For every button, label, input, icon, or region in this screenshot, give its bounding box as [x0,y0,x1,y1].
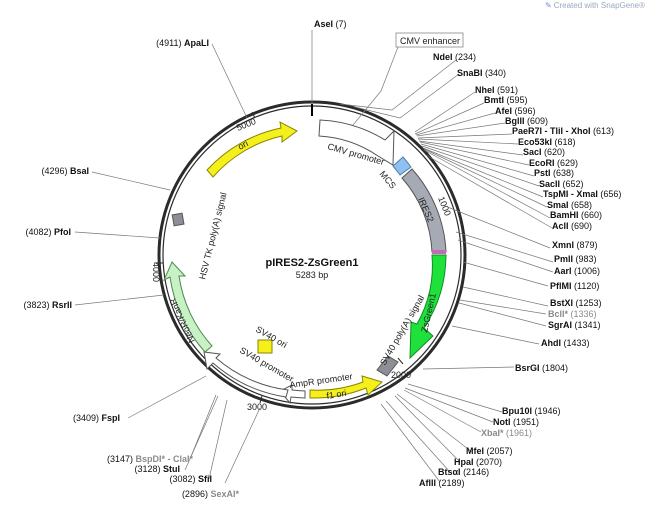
site-rsrii[interactable]: (3823) RsrII [23,300,72,310]
tick-label-2000: 2000 [391,370,411,380]
feature-neor-kanr[interactable] [162,261,213,353]
feature-cmv-promoter[interactable] [318,119,395,166]
site-bmtI[interactable]: BmtI (595) [484,95,528,105]
site-paer7i-tlii-xhoi[interactable]: PaeR7I - TliI - XhoI (613) [512,126,614,136]
site-bpu10i[interactable]: Bpu10I (1946) [502,406,561,416]
site-afeI[interactable]: AfeI (596) [495,106,536,116]
tick-label-3000: 3000 [247,402,267,412]
site-ecori[interactable]: EcoRI (629) [529,158,578,168]
site-ndeI[interactable]: NdeI (234) [433,52,476,62]
mcs-label: MCS [377,169,398,191]
site-bsai[interactable]: (4296) BsaI [41,166,89,176]
site-pmli[interactable]: PmlI (983) [554,254,597,264]
site-sacii[interactable]: SacII (652) [539,179,584,189]
site-smai[interactable]: SmaI (658) [547,200,592,210]
hsv-tk-polya-label: HSV TK poly(A) signal [197,191,228,280]
site-tspmi-xmai[interactable]: TspMI - XmaI (656) [543,189,621,199]
feature-sv40-polya[interactable] [376,355,399,377]
ori-label: ori [236,138,250,152]
cmv-enhancer-label-box [395,32,464,48]
site-ahdi[interactable]: AhdI (1433) [541,338,590,348]
site-saci[interactable]: SacI (620) [523,147,565,157]
cmv-enhancer-label: CMV enhancer [400,36,460,46]
tick-label-5000: 5000 [235,116,257,133]
feature-f1-ori[interactable] [309,375,383,399]
site-nheI[interactable]: NheI (591) [475,85,518,95]
plasmid-size: 5283 bp [296,270,329,280]
cmv-enhancer-leader [352,46,399,126]
site-psti[interactable]: PstI (638) [534,168,574,178]
site-acli[interactable]: AclI (690) [552,221,592,231]
site-pflmi[interactable]: PflMI (1120) [550,281,599,291]
site-bstxi[interactable]: BstXI (1253) [550,298,602,308]
site-snabI[interactable]: SnaBI (340) [457,68,506,78]
site-bglII[interactable]: BglII (609) [505,116,548,126]
site-eco53ki[interactable]: Eco53kI (618) [518,137,576,147]
feature-sv40-ori[interactable] [257,339,273,354]
site-bcli[interactable]: BclI* (1336) [548,309,597,319]
site-pfoi[interactable]: (4082) PfoI [25,227,71,237]
site-apali[interactable]: (4911) ApaLI [156,38,209,48]
snapgene-watermark: ✎Created with SnapGene® [545,1,645,10]
site-aseI[interactable]: AseI (7) [314,19,347,29]
site-aflii[interactable]: AflII (2189) [419,478,465,488]
site-fspi[interactable]: (3409) FspI [73,413,120,423]
feature-ires2-stripe [432,250,446,254]
site-bsrgi[interactable]: BsrGI (1804) [515,363,568,373]
site-aari[interactable]: AarI (1006) [554,266,600,276]
feature-zsgreen1[interactable] [409,254,447,360]
feature-ori[interactable] [206,121,298,178]
plasmid-name: pIRES2-ZsGreen1 [266,257,359,269]
site-xmni[interactable]: XmnI (879) [552,240,598,250]
snapgene-leaf-icon: ✎ [545,1,552,10]
site-leaders [74,30,554,484]
site-hpai[interactable]: HpaI (2070) [454,457,502,467]
site-sfii[interactable]: (3082) SfiI [169,474,212,484]
watermark-text: Created with SnapGene® [553,1,645,10]
feature-hsv-tk-polya[interactable] [171,212,185,227]
site-bspdi-clai[interactable]: (3147) BspDI* - ClaI* [107,454,194,464]
site-bamhi[interactable]: BamHI (660) [550,210,602,220]
site-xbai[interactable]: XbaI* (1961) [481,428,532,438]
site-noti[interactable]: NotI (1951) [493,417,539,427]
site-stui[interactable]: (3128) StuI [134,464,180,474]
feature-sv40-promoter[interactable] [203,351,289,398]
site-sgrai[interactable]: SgrAI (1341) [548,320,601,330]
feature-mcs[interactable] [392,156,412,176]
site-btsai[interactable]: BtsαI (2146) [438,467,489,477]
site-sexai[interactable]: (2896) SexAI* [182,489,240,499]
site-mfei[interactable]: MfeI (2057) [466,446,513,456]
tick-label-4000: 4000 [151,262,161,282]
f1-ori-label: f1 ori [326,388,347,401]
